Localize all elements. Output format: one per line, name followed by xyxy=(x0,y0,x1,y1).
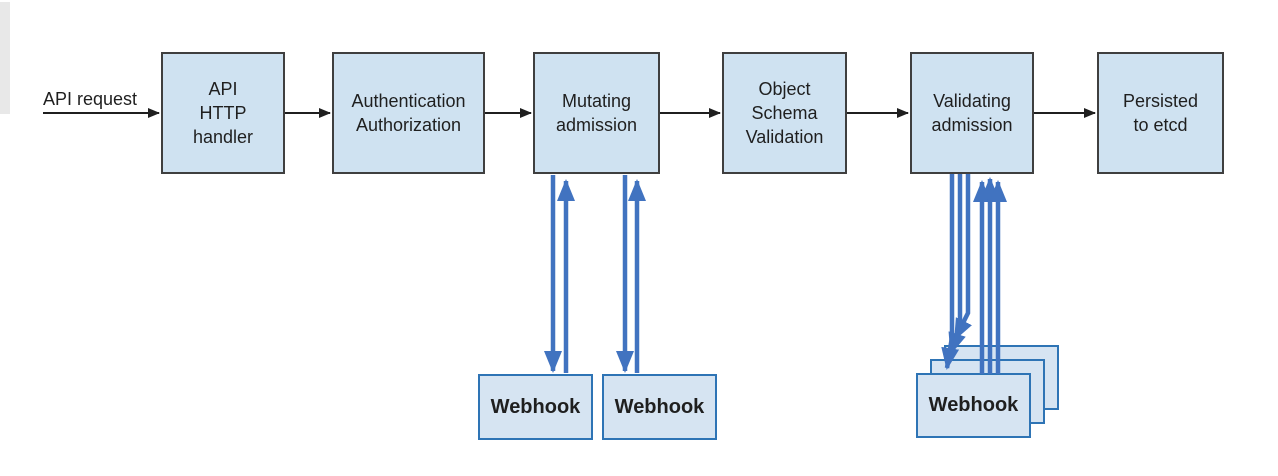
mutating-webhook-box-1: Webhook xyxy=(478,374,593,440)
left-edge-artifact xyxy=(0,2,10,114)
stage-mutating-admission: Mutating admission xyxy=(533,52,660,174)
stage-persisted-to-etcd: Persisted to etcd xyxy=(1097,52,1224,174)
stage-object-schema-validation: Object Schema Validation xyxy=(722,52,847,174)
validating-webhook-box-front: Webhook xyxy=(916,373,1031,438)
mutating-webhook-box-2: Webhook xyxy=(602,374,717,440)
stage-api-http-handler: API HTTP handler xyxy=(161,52,285,174)
stage-validating-admission: Validating admission xyxy=(910,52,1034,174)
stage-authentication-authorization: Authentication Authorization xyxy=(332,52,485,174)
validating-webhook-call-arrows xyxy=(941,174,972,370)
api-request-label: API request xyxy=(43,89,138,109)
